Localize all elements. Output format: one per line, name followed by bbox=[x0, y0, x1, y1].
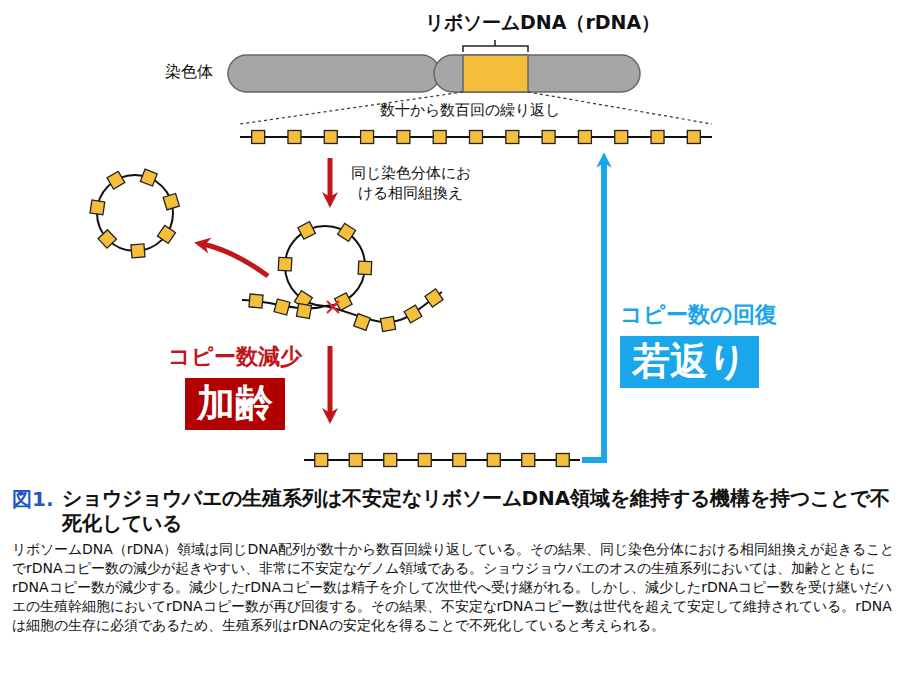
repeat-unit bbox=[380, 316, 395, 331]
stage-box: 加齢 bbox=[185, 378, 285, 430]
repeat-unit bbox=[315, 454, 328, 467]
part-name: 染色体 bbox=[165, 62, 213, 83]
repeat-unit bbox=[274, 299, 290, 315]
repeat-unit bbox=[157, 225, 175, 243]
stage-node: コピー数の回復若返り bbox=[620, 300, 777, 388]
repeat-unit bbox=[163, 194, 179, 210]
repeat-unit bbox=[249, 294, 263, 308]
repeat-unit bbox=[651, 131, 664, 144]
stage-node: コピー数減少加齢 bbox=[168, 342, 302, 430]
repeat-unit bbox=[433, 131, 446, 144]
arrow bbox=[328, 158, 333, 200]
annotation: 数十から数百回の繰り返し bbox=[380, 101, 560, 120]
repeat-unit bbox=[98, 230, 116, 248]
figure-caption: リボソームDNA（rDNA）領域は同じDNA配列が数十から数百回繰り返している。… bbox=[12, 540, 900, 635]
repeat-unit bbox=[131, 244, 145, 258]
repeat-unit bbox=[506, 131, 519, 144]
repeat-unit bbox=[384, 454, 397, 467]
repeat-unit bbox=[404, 305, 422, 323]
repeat-unit bbox=[324, 131, 337, 144]
repeat-unit bbox=[522, 454, 535, 467]
region-title: リボソームDNA（rDNA） bbox=[425, 10, 660, 36]
repeat-unit bbox=[397, 131, 410, 144]
figure-title: ショウジョウバエの生殖系列は不安定なリボソームDNA領域を維持する機構を持つこと… bbox=[62, 486, 900, 536]
zoom-line bbox=[240, 92, 712, 124]
rdna-repeats bbox=[240, 131, 712, 467]
chromosome-arm bbox=[228, 55, 440, 92]
repeat-unit bbox=[358, 261, 372, 275]
repeat-unit bbox=[338, 223, 356, 241]
repeat-unit bbox=[349, 454, 362, 467]
arrow bbox=[582, 160, 604, 460]
repeat-unit bbox=[556, 454, 569, 467]
stage-heading: コピー数の回復 bbox=[620, 300, 777, 330]
repeat-unit bbox=[296, 303, 311, 318]
annotation: 同じ染色分体における相同組換え bbox=[348, 163, 473, 204]
excised-loop bbox=[285, 226, 365, 306]
repeat-unit bbox=[90, 200, 105, 215]
repeat-unit bbox=[418, 454, 431, 467]
repeat-unit bbox=[107, 171, 125, 189]
repeat-unit bbox=[288, 131, 301, 144]
recombination-mark bbox=[327, 301, 339, 313]
stage-heading: コピー数減少 bbox=[168, 342, 302, 372]
chromosome-arm bbox=[434, 55, 640, 92]
repeat-unit bbox=[425, 289, 443, 307]
repeat-unit bbox=[578, 131, 591, 144]
repeat-unit bbox=[252, 131, 265, 144]
dna-strand bbox=[242, 292, 442, 322]
repeat-unit bbox=[140, 169, 157, 186]
repeat-unit bbox=[278, 257, 292, 271]
repeat-unit bbox=[687, 131, 700, 144]
repeat-unit bbox=[487, 454, 500, 467]
arrow bbox=[202, 244, 268, 276]
stage-box: 若返り bbox=[620, 336, 759, 388]
dna-strand bbox=[304, 459, 580, 461]
repeat-unit bbox=[361, 131, 374, 144]
repeat-unit bbox=[298, 222, 316, 240]
repeat-unit bbox=[453, 454, 466, 467]
rdna-band bbox=[463, 55, 528, 92]
repeat-unit bbox=[470, 131, 483, 144]
repeat-unit bbox=[542, 131, 555, 144]
arrow bbox=[328, 346, 333, 416]
figure-number: 図1. bbox=[12, 486, 54, 513]
repeat-unit bbox=[354, 314, 371, 331]
bracket bbox=[463, 40, 528, 52]
repeat-unit bbox=[615, 131, 628, 144]
